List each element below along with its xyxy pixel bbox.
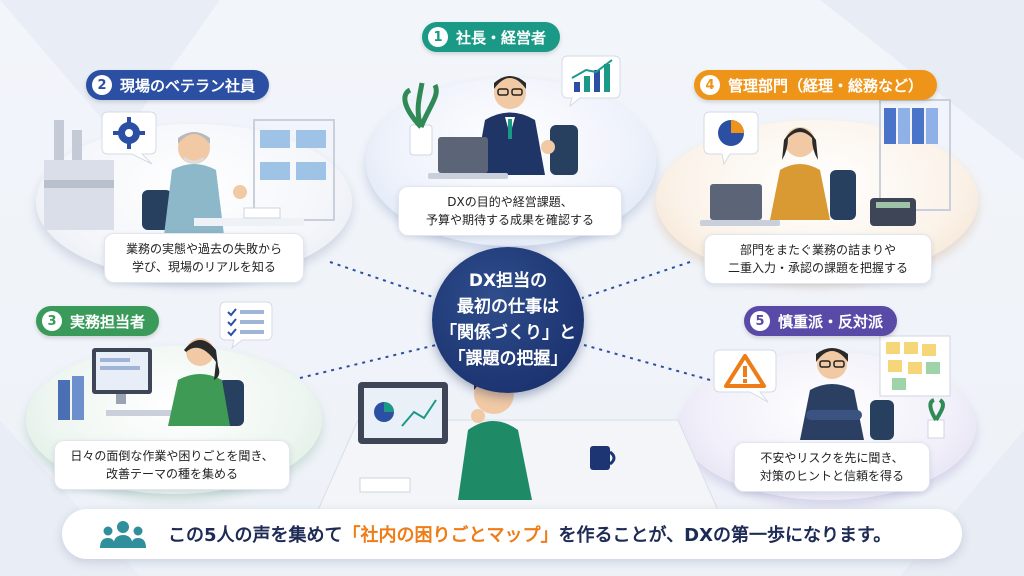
role-pill-staff: 3 実務担当者 (36, 306, 160, 336)
role-title: 管理部門（経理・総務など） (728, 76, 924, 95)
role-pill-veteran: 2 現場のベテラン社員 (86, 70, 270, 100)
dx-person-illustration (317, 374, 719, 511)
role-desc-staff: 日々の面倒な作業や困りごとを聞き、 改善テーマの種を集める (54, 440, 290, 490)
staff-illustration (58, 338, 244, 426)
center-line: DX担当の (468, 271, 548, 291)
role-title: 慎重派・反対派 (778, 312, 884, 331)
center-message: DX担当の 最初の仕事は 「関係づくり」と 「課題の把握」 (432, 247, 584, 393)
role-number-badge: 4 (700, 75, 720, 95)
president-illustration (402, 76, 578, 179)
desc-line: 改善テーマの種を集める (105, 467, 238, 481)
admin-illustration (700, 99, 951, 226)
desc-line: 対策のヒントと信頼を得る (759, 469, 904, 483)
pie-chart-icon (703, 111, 759, 166)
summary-highlight: 「社内の困りごとマップ」 (342, 525, 559, 546)
center-line: 最初の仕事は (457, 297, 559, 317)
role-number-badge: 2 (92, 75, 112, 95)
desc-line: 二重入力・承認の課題を把握する (727, 261, 908, 275)
role-pill-admin: 4 管理部門（経理・総務など） (694, 70, 938, 100)
desc-line: 不安やリスクを先に聞き、 (760, 451, 904, 465)
role-pill-cautious: 5 慎重派・反対派 (744, 306, 898, 336)
role-title: 社長・経営者 (456, 28, 547, 47)
warning-icon (713, 349, 777, 403)
role-title: 現場のベテラン社員 (120, 76, 256, 95)
desc-line: DXの目的や経営課題、 (447, 195, 573, 209)
desc-line: 日々の面倒な作業や困りごとを聞き、 (70, 449, 274, 463)
role-desc-president: DXの目的や経営課題、 予算や期待する成果を確認する (398, 186, 622, 236)
gear-icon (101, 111, 157, 165)
team-icon (100, 521, 146, 548)
desc-line: 部門をまたぐ業務の詰まりや (739, 243, 896, 257)
role-number-badge: 5 (750, 311, 770, 331)
role-desc-cautious: 不安やリスクを先に聞き、 対策のヒントと信頼を得る (734, 442, 930, 492)
desc-line: 業務の実態や過去の失敗から (125, 242, 282, 256)
center-line: 「課題の把握」 (448, 349, 568, 369)
role-number-badge: 3 (42, 311, 62, 331)
cautious-illustration (800, 335, 951, 440)
checklist-icon (219, 301, 273, 350)
veteran-illustration (44, 119, 335, 235)
role-desc-admin: 部門をまたぐ業務の詰まりや 二重入力・承認の課題を把握する (704, 234, 932, 284)
summary-text-after: を作ることが、DXの第一歩になります。 (558, 525, 892, 546)
bottom-summary-bar: この5人の声を集めて 「社内の困りごとマップ」 を作ることが、DXの第一歩になり… (62, 509, 962, 559)
growth-chart-icon (561, 55, 621, 108)
center-line: 「関係づくり」と (440, 323, 576, 343)
role-number-badge: 1 (428, 27, 448, 47)
role-title: 実務担当者 (70, 312, 146, 331)
desc-line: 学び、現場のリアルを知る (132, 260, 276, 274)
desc-line: 予算や期待する成果を確認する (425, 213, 594, 227)
role-pill-president: 1 社長・経営者 (422, 22, 561, 52)
summary-text-before: この5人の声を集めて (168, 525, 343, 546)
role-desc-veteran: 業務の実態や過去の失敗から 学び、現場のリアルを知る (104, 233, 304, 283)
